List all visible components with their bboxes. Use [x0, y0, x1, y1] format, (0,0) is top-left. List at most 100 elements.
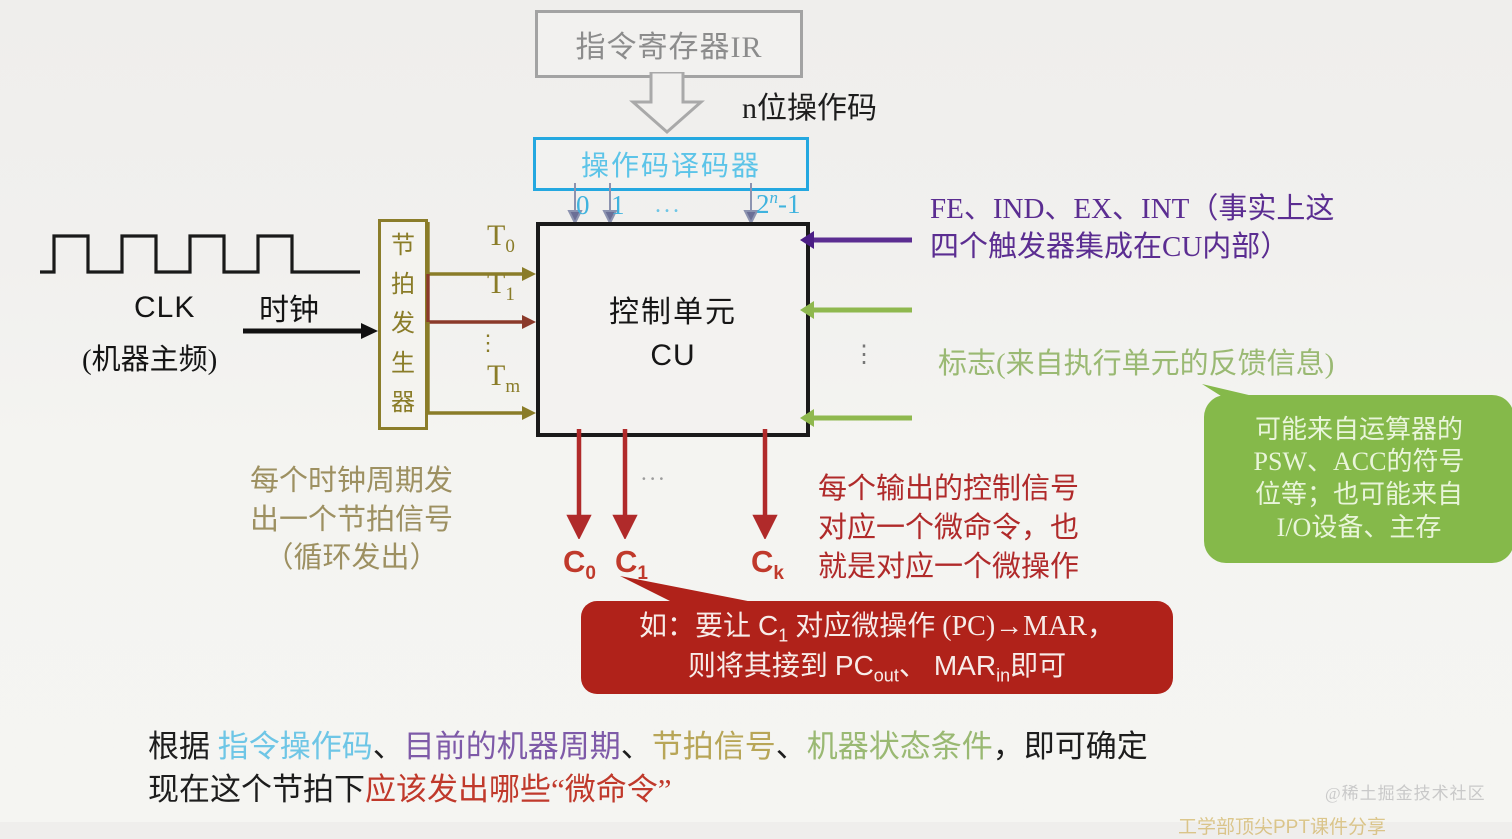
- tm-sub: m: [505, 376, 521, 397]
- clock-waveform-icon: [40, 234, 360, 274]
- c1-base: C: [615, 544, 638, 579]
- opcode-decoder-box: 操作码译码器: [533, 137, 809, 191]
- summary-keyword-machine-cycle: 目前的机器周期: [403, 729, 621, 764]
- decoder-output-arrows-icon: [567, 183, 759, 225]
- control-unit-label-en: CU: [650, 338, 696, 372]
- red-line2-mar-base: MAR: [933, 649, 997, 681]
- beat-generator-char-2: 发: [391, 311, 415, 338]
- beat-note-line1: 每个时钟周期发: [250, 465, 454, 497]
- beat-generator-char-4: 器: [391, 390, 415, 417]
- cu-right-input-arrows-icon: [800, 231, 912, 427]
- red-line1-suffix: 对应微操作 (PC)→MAR，: [788, 610, 1115, 642]
- cu-right-inputs-vertical-dots: ⋮: [852, 342, 876, 368]
- out-note-line2: 对应一个微命令，也: [818, 512, 1080, 545]
- control-signal-note: 每个输出的控制信号 对应一个微命令，也 就是对应一个微操作: [818, 470, 1079, 587]
- summary-l1-p4: 、: [775, 729, 807, 764]
- red-line2-mar: MARin: [933, 649, 1010, 686]
- beat-signal-label-t0: T0: [487, 219, 515, 258]
- diagram-canvas: 指令寄存器IR n位操作码 操作码译码器 0 1 ... 2n-1 控制单元 C…: [40, 10, 1512, 838]
- ir-to-decoder-arrow-icon: [629, 72, 705, 134]
- decoder-last-suffix: -1: [778, 189, 801, 219]
- red-callout-line1: 如：要让 C1 对应微操作 (PC)→MAR，: [639, 608, 1115, 648]
- t1-sub: 1: [505, 284, 515, 305]
- watermark: @稀土掘金技术社区: [1325, 784, 1486, 803]
- decoder-output-label-1: 1: [611, 190, 625, 220]
- ck-sub: k: [773, 563, 784, 585]
- control-output-label-c0: C0: [563, 544, 596, 585]
- summary-l1-p3: 、: [620, 729, 652, 764]
- summary-keyword-beat-signal: 节拍信号: [651, 729, 776, 764]
- tm-base: T: [487, 359, 506, 392]
- control-output-dots: ...: [641, 460, 668, 485]
- summary-l1-p1: 根据: [148, 729, 218, 764]
- summary-keyword-opcode: 指令操作码: [217, 729, 373, 764]
- red-line2-mar-sub: in: [996, 665, 1011, 686]
- summary-line-2: 现在这个节拍下应该发出哪些“微命令”: [148, 769, 1148, 812]
- decoder-output-label-last: 2n-1: [756, 188, 801, 220]
- beat-signal-vertical-dots: ⋮: [477, 330, 499, 355]
- watermark-bottom: 工学部顶尖PPT课件分享: [1178, 817, 1386, 838]
- control-output-arrows-icon: [566, 429, 778, 539]
- beat-generator-char-0: 节: [391, 232, 415, 259]
- green-callout-line1: 可能来自运算器的: [1254, 414, 1463, 444]
- green-callout-line3: 位等；也可能来自: [1254, 480, 1463, 509]
- red-line2-pc: PCout: [834, 649, 899, 686]
- out-note-line3: 就是对应一个微操作: [818, 551, 1080, 584]
- red-line1-c: C1: [758, 609, 788, 646]
- t0-base: T: [487, 219, 506, 252]
- beat-generator-char-1: 拍: [391, 272, 415, 299]
- summary-line-1: 根据 指令操作码、目前的机器周期、节拍信号、机器状态条件，即可确定: [148, 726, 1148, 769]
- green-callout-line2: PSW、ACC的符号: [1253, 447, 1465, 477]
- beat-signal-arrows-icon: [426, 222, 536, 420]
- t1-base: T: [487, 267, 506, 300]
- red-line2-pc-base: PC: [834, 649, 874, 681]
- clk-label: CLK: [134, 291, 196, 324]
- beat-generator-box: 节 拍 发 生 器: [378, 219, 428, 430]
- instruction-register-label: 指令寄存器IR: [575, 31, 763, 64]
- summary-keyword-machine-state: 机器状态条件: [806, 729, 993, 764]
- control-unit-box: 控制单元 CU: [536, 222, 810, 437]
- green-callout-line4: I/O设备、主存: [1276, 512, 1442, 542]
- decoder-last-exponent: n: [769, 188, 779, 207]
- control-unit-label-cn: 控制单元: [609, 295, 737, 329]
- control-output-label-c1: C1: [615, 544, 648, 585]
- beat-generator-char-3: 生: [391, 350, 415, 377]
- instruction-register-box: 指令寄存器IR: [535, 10, 803, 78]
- opcode-decoder-label: 操作码译码器: [580, 151, 761, 182]
- fe-note-line1: FE、IND、EX、INT（事实上这: [930, 193, 1335, 225]
- fe-ind-ex-int-note: FE、IND、EX、INT（事实上这 四个触发器集成在CU内部）: [930, 190, 1400, 267]
- t0-sub: 0: [505, 236, 515, 257]
- c1-sub: 1: [637, 563, 648, 585]
- beat-signal-label-t1: T1: [487, 267, 515, 306]
- n-bit-opcode-label: n位操作码: [742, 92, 877, 125]
- summary-l1-p5: ，即可确定: [992, 729, 1148, 764]
- summary-l1-p2: 、: [372, 729, 404, 764]
- red-callout-line2: 则将其接到 PCout、 MARin即可: [688, 648, 1066, 688]
- red-line2-prefix: 则将其接到: [687, 650, 835, 682]
- fe-note-line2: 四个触发器集成在CU内部）: [930, 231, 1290, 264]
- red-line2-end: 即可: [1010, 650, 1067, 682]
- control-output-label-ck: Ck: [751, 544, 784, 585]
- example-micro-operation-callout: 如：要让 C1 对应微操作 (PC)→MAR， 则将其接到 PCout、 MAR…: [581, 601, 1173, 694]
- red-line1-c-sub: 1: [778, 625, 789, 646]
- red-line2-pc-sub: out: [873, 665, 899, 686]
- decoder-last-base: 2: [756, 189, 770, 219]
- ck-base: C: [751, 544, 774, 579]
- summary-keyword-micro-command: 应该发出哪些“微命令”: [365, 771, 672, 807]
- out-note-line1: 每个输出的控制信号: [818, 473, 1080, 505]
- decoder-output-dots: ...: [655, 192, 682, 218]
- clk-sublabel: (机器主频): [82, 344, 218, 376]
- flag-source-callout: 可能来自运算器的 PSW、ACC的符号 位等；也可能来自 I/O设备、主存: [1204, 395, 1512, 563]
- summary-l2-p1: 现在这个节拍下: [148, 771, 365, 807]
- flag-feedback-note: 标志(来自执行单元的反馈信息): [938, 348, 1335, 380]
- beat-note-line2: 出一个节拍信号: [250, 503, 454, 536]
- red-line1-c-base: C: [758, 609, 779, 641]
- clock-word-label: 时钟: [259, 294, 319, 327]
- summary-text: 根据 指令操作码、目前的机器周期、节拍信号、机器状态条件，即可确定 现在这个节拍…: [148, 726, 1148, 812]
- beat-signal-label-tm: Tm: [487, 359, 520, 398]
- red-line1-prefix: 如：要让: [639, 610, 759, 642]
- beat-period-note: 每个时钟周期发 出一个节拍信号 （循环发出）: [250, 462, 453, 578]
- c0-base: C: [563, 544, 586, 579]
- clock-to-generator-arrow-icon: [243, 323, 378, 339]
- decoder-output-label-0: 0: [576, 190, 590, 220]
